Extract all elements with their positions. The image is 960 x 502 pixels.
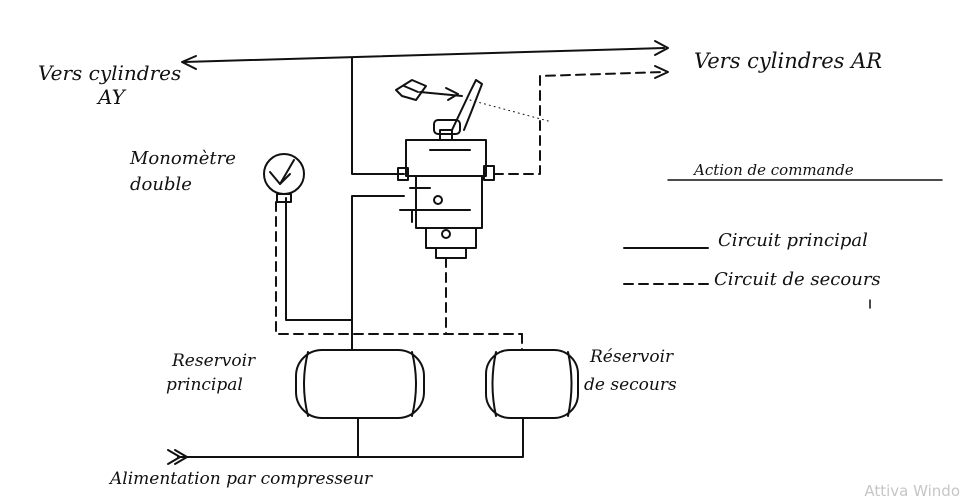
label-backup-tank-line2: de secours (584, 375, 677, 395)
arrow-right-rear-backup (654, 65, 669, 79)
line-to-front-rear-cylinders (183, 47, 665, 63)
backup-reservoir-endcap-left (491, 351, 497, 417)
label-front-cylinders-line1: Vers cylindres (38, 61, 181, 85)
pressure-gauge (263, 153, 305, 203)
main-line-valve-to-tank (351, 195, 405, 351)
legend-backup-circuit-label: Circuit de secours (714, 269, 881, 290)
backup-reservoir (485, 349, 579, 419)
backup-circuit-lines (275, 71, 665, 351)
label-rear-cylinders: Vers cylindres AR (694, 49, 882, 73)
label-gauge-line1: Monomètre (129, 148, 236, 169)
control-lever (395, 79, 483, 131)
compressor-feed-to-backup (357, 417, 524, 458)
label-main-tank-line2: principal (166, 375, 243, 395)
control-action-indicator (469, 99, 553, 123)
gauge-main-line (285, 197, 353, 321)
label-gauge-line2: double (130, 174, 192, 195)
label-main-tank-line1: Reservoir (171, 351, 256, 371)
main-reservoir-endcap-right (411, 351, 417, 417)
main-supply-riser (351, 57, 405, 175)
label-compressor-supply: Alimentation par compresseur (108, 469, 373, 489)
control-valve (397, 119, 495, 259)
compressor-arrow (167, 449, 188, 465)
arrow-left-front-cylinders (181, 55, 197, 70)
label-front-cylinders-line2: AY (96, 85, 127, 109)
main-reservoir (295, 349, 425, 419)
label-control-action: Action de commande (692, 161, 854, 179)
legend-main-circuit-label: Circuit principal (718, 230, 868, 251)
arrow-right-rear-cylinders (654, 40, 669, 56)
compressor-feed-line (177, 417, 359, 458)
windows-activation-watermark: Attiva Windo (864, 482, 960, 500)
main-reservoir-endcap-left (303, 351, 309, 417)
label-backup-tank-line1: Réservoir (589, 347, 674, 367)
backup-reservoir-endcap-right (567, 351, 573, 417)
